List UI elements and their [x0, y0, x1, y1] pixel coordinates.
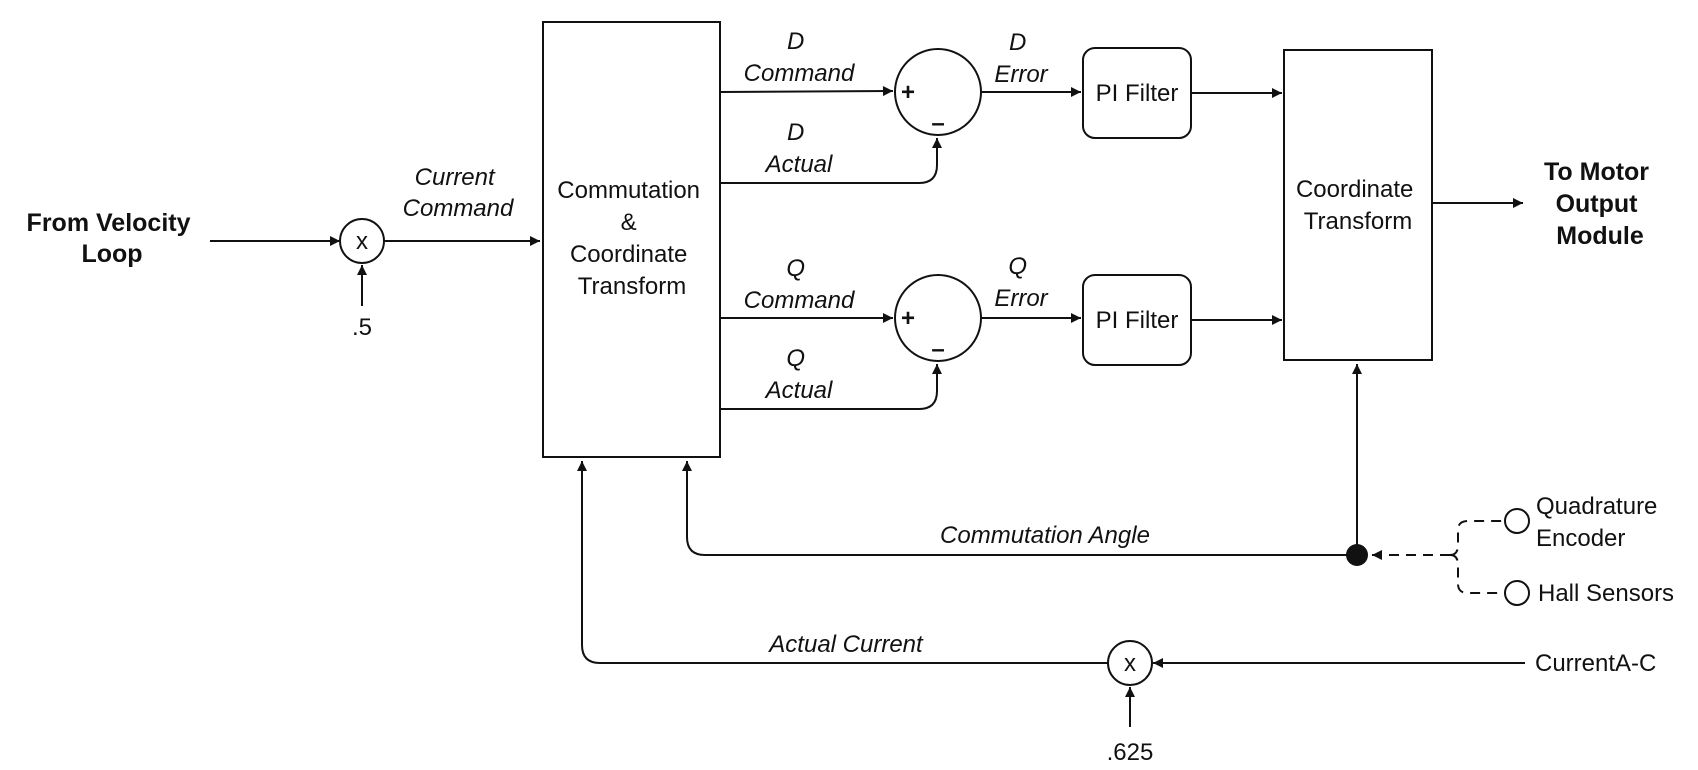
coordinate-transform-label: Coordinate Transform: [1296, 176, 1420, 235]
d-pi-filter-label: PI Filter: [1096, 80, 1179, 107]
commutation-transform-label: Commutation & Coordinate Transform: [557, 177, 706, 300]
coordinate-transform-block: [1283, 49, 1433, 361]
current-input-label: CurrentA-C: [1535, 650, 1656, 677]
d-plus-sign: +: [901, 79, 915, 106]
hall-sensors-label: Hall Sensors: [1538, 580, 1674, 607]
input-label: From Velocity Loop: [27, 209, 198, 268]
input-gain: .5: [352, 314, 372, 341]
q-command-label: Q Command: [744, 255, 855, 314]
d-actual-arrow: [720, 138, 942, 184]
quadrature-encoder-terminal: [1504, 508, 1530, 534]
commutation-transform-block: [542, 21, 721, 458]
current-command-label: Current Command: [403, 164, 514, 222]
q-minus-sign: –: [931, 336, 944, 363]
quadrature-encoder-label: Quadrature Encoder: [1536, 493, 1664, 552]
angle-to-commutation-arrow: [682, 461, 1357, 556]
q-plus-sign: +: [901, 305, 915, 332]
input-multiplier-symbol: x: [356, 228, 368, 255]
angle-junction-dot: [1346, 544, 1368, 566]
q-actual-arrow: [720, 364, 942, 410]
d-actual-label: D Actual: [764, 119, 833, 178]
current-multiplier-symbol: x: [1124, 650, 1136, 677]
q-actual-label: Q Actual: [764, 345, 833, 404]
hall-sensors-terminal: [1504, 580, 1530, 606]
d-command-label: D Command: [744, 28, 855, 87]
actual-current-arrow: [577, 461, 1108, 664]
current-gain: .625: [1107, 739, 1154, 766]
output-label: To Motor Output Module: [1544, 158, 1656, 250]
d-error-label: D Error: [994, 29, 1048, 88]
q-pi-filter-label: PI Filter: [1096, 307, 1179, 334]
q-error-label: Q Error: [994, 253, 1048, 312]
d-minus-sign: –: [931, 110, 944, 137]
actual-current-label: Actual Current: [767, 631, 924, 658]
hall-dashed-line: [1449, 554, 1505, 594]
encoder-dashed-line: [1449, 520, 1505, 556]
commutation-angle-label: Commutation Angle: [940, 522, 1150, 549]
d-command-arrow: [719, 86, 894, 97]
